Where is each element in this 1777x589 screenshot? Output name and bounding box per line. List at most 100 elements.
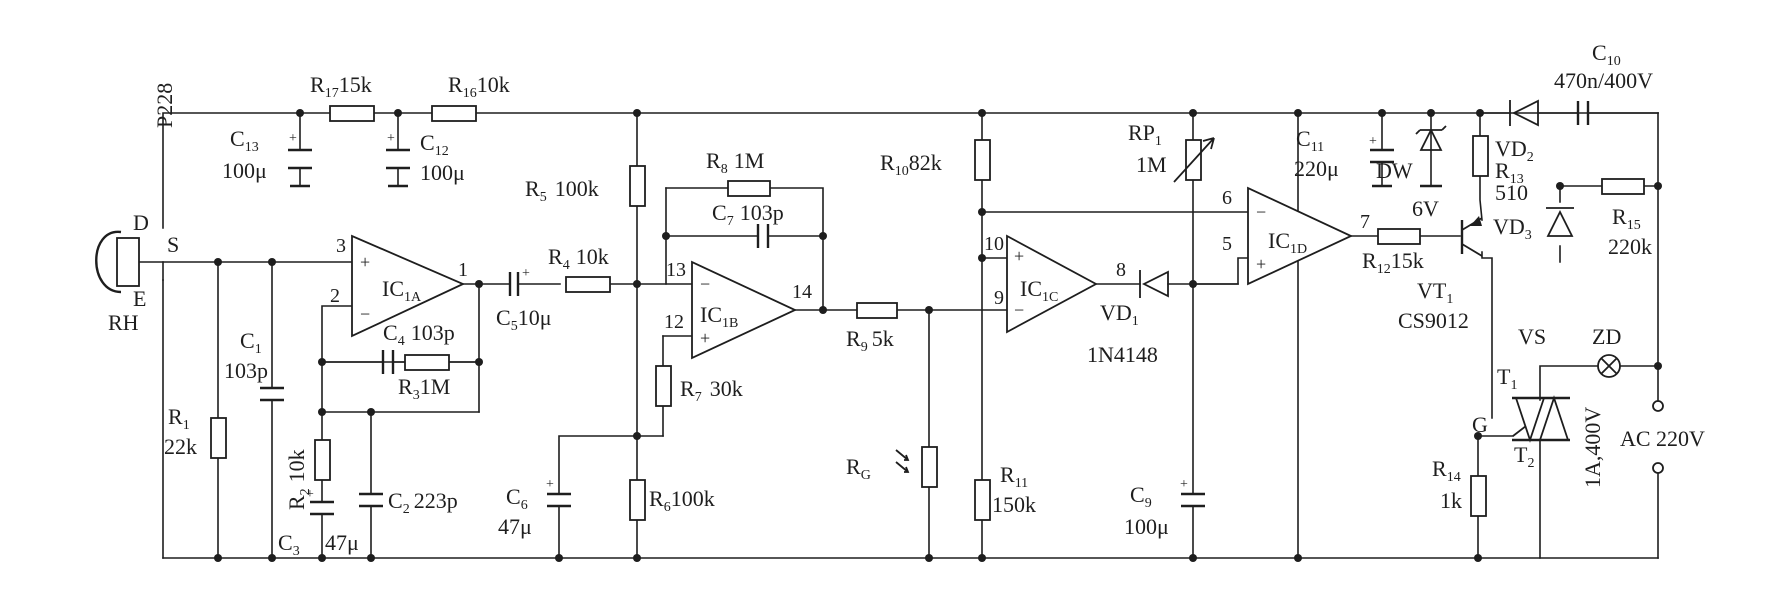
- c13-polarity: +: [289, 131, 297, 146]
- r14-label: R14: [1432, 456, 1461, 485]
- humidity-sensor-p228: P228 D S E RH: [95, 83, 179, 335]
- junction: [318, 554, 326, 562]
- junction: [978, 554, 986, 562]
- junction: [925, 306, 933, 314]
- wires: [138, 112, 1659, 559]
- ic1a-label: IC1A: [382, 276, 422, 305]
- r15-value: 220k: [1608, 234, 1652, 259]
- vs-rating-label: 1A,400V: [1580, 407, 1605, 488]
- ic1c-pin-plus: 10: [984, 233, 1004, 255]
- lamp-zd: [1597, 354, 1621, 378]
- ic1c-pin-out: 8: [1116, 259, 1126, 281]
- ic1b-plus-sign: +: [700, 328, 710, 348]
- r1-label: R1: [168, 404, 190, 433]
- c9-value: 100μ: [1124, 514, 1169, 539]
- c3-value: 47μ: [325, 530, 359, 555]
- capacitor-c9: [1181, 492, 1205, 508]
- ic1b-pin-plus: 12: [664, 311, 684, 333]
- resistor-r10: [974, 139, 991, 181]
- junction: [555, 554, 563, 562]
- c11-polarity: +: [1369, 134, 1377, 149]
- junction: [1294, 554, 1302, 562]
- junction: [1654, 182, 1662, 190]
- junction: [1378, 109, 1386, 117]
- r13-label: R13: [1495, 158, 1524, 187]
- junction: [1189, 109, 1197, 117]
- junction: [1474, 432, 1482, 440]
- r12-label: R1215k: [1362, 248, 1424, 277]
- vs-gate-label: G: [1472, 412, 1488, 437]
- component-labels: R1715k R1610k C13 100μ C12 100μ C1 103p …: [164, 40, 1705, 559]
- vd1-label: VD1: [1100, 300, 1139, 329]
- resistor-r13: [1472, 135, 1489, 177]
- resistor-r17: [329, 105, 375, 122]
- rp1-arrow-icon: [1173, 137, 1215, 183]
- triac-gate: [1512, 425, 1527, 437]
- top-rail: [162, 112, 1659, 229]
- ic1d-pin-plus: 5: [1222, 233, 1232, 255]
- ic1c-label: IC1C: [1020, 276, 1058, 305]
- capacitor-c12: [386, 148, 410, 170]
- capacitor-c13: [288, 148, 312, 170]
- opamp-ic1d: [1247, 186, 1354, 286]
- ic1d-pin-minus: 6: [1222, 187, 1232, 209]
- r2-label: R210k: [284, 449, 313, 510]
- junction: [633, 432, 641, 440]
- junctions: [214, 109, 1662, 562]
- zener-dw: [1415, 125, 1447, 151]
- opamp-labels: IC1A + − 3 2 1 IC1B − + 13 12 14 IC1C + …: [330, 187, 1370, 348]
- r15-label: R15: [1612, 204, 1641, 233]
- diodes: [1139, 99, 1574, 298]
- r11-value: 150k: [992, 492, 1036, 517]
- resistor-r8: [727, 180, 771, 197]
- r13-value: 510: [1495, 180, 1528, 205]
- r14-value: 1k: [1440, 488, 1462, 513]
- sensor-name-label: RH: [108, 310, 139, 335]
- junction: [296, 109, 304, 117]
- rg-label: RG: [846, 454, 871, 483]
- ac-label: AC 220V: [1620, 426, 1705, 451]
- capacitor-c7: [756, 224, 770, 248]
- diode-vd2: [1509, 99, 1539, 127]
- ref-node-wire: [558, 435, 664, 559]
- c6-polarity: +: [546, 477, 554, 492]
- junction: [978, 208, 986, 216]
- junction: [1427, 109, 1435, 117]
- junction: [633, 280, 641, 288]
- c12-polarity: +: [387, 131, 395, 146]
- vt1-value: CS9012: [1398, 308, 1469, 333]
- r3-label: R31M: [398, 374, 450, 403]
- junction: [318, 408, 326, 416]
- junction: [214, 554, 222, 562]
- junction: [394, 109, 402, 117]
- sensor-ref-label: P228: [152, 83, 177, 128]
- vs-label: VS: [1518, 324, 1546, 349]
- junction: [1476, 109, 1484, 117]
- junction: [1189, 280, 1197, 288]
- opamp-ic1c: [1006, 234, 1098, 334]
- ic1a-pin-out: 1: [458, 259, 468, 281]
- c3-polarity: +: [306, 487, 314, 502]
- ac-terminals: [1652, 400, 1664, 474]
- c5-polarity: +: [522, 266, 530, 281]
- capacitor-c2: [359, 492, 383, 508]
- ic1a-pin-minus: 2: [330, 285, 340, 307]
- c1-value: 103p: [224, 358, 268, 383]
- c13-value: 100μ: [222, 158, 267, 183]
- c5-label: C510μ: [496, 305, 551, 334]
- zd-label: ZD: [1592, 324, 1621, 349]
- junction: [367, 554, 375, 562]
- ic1c-minus-sign: −: [1014, 300, 1024, 320]
- c10-value: 470n/400V: [1554, 68, 1653, 93]
- rg-light-arrows-icon: [895, 449, 910, 473]
- capacitor-c1: [260, 386, 284, 402]
- c6-value: 47μ: [498, 514, 532, 539]
- c11-value: 220μ: [1294, 156, 1339, 181]
- junction: [268, 554, 276, 562]
- diode-vd3: [1546, 207, 1574, 237]
